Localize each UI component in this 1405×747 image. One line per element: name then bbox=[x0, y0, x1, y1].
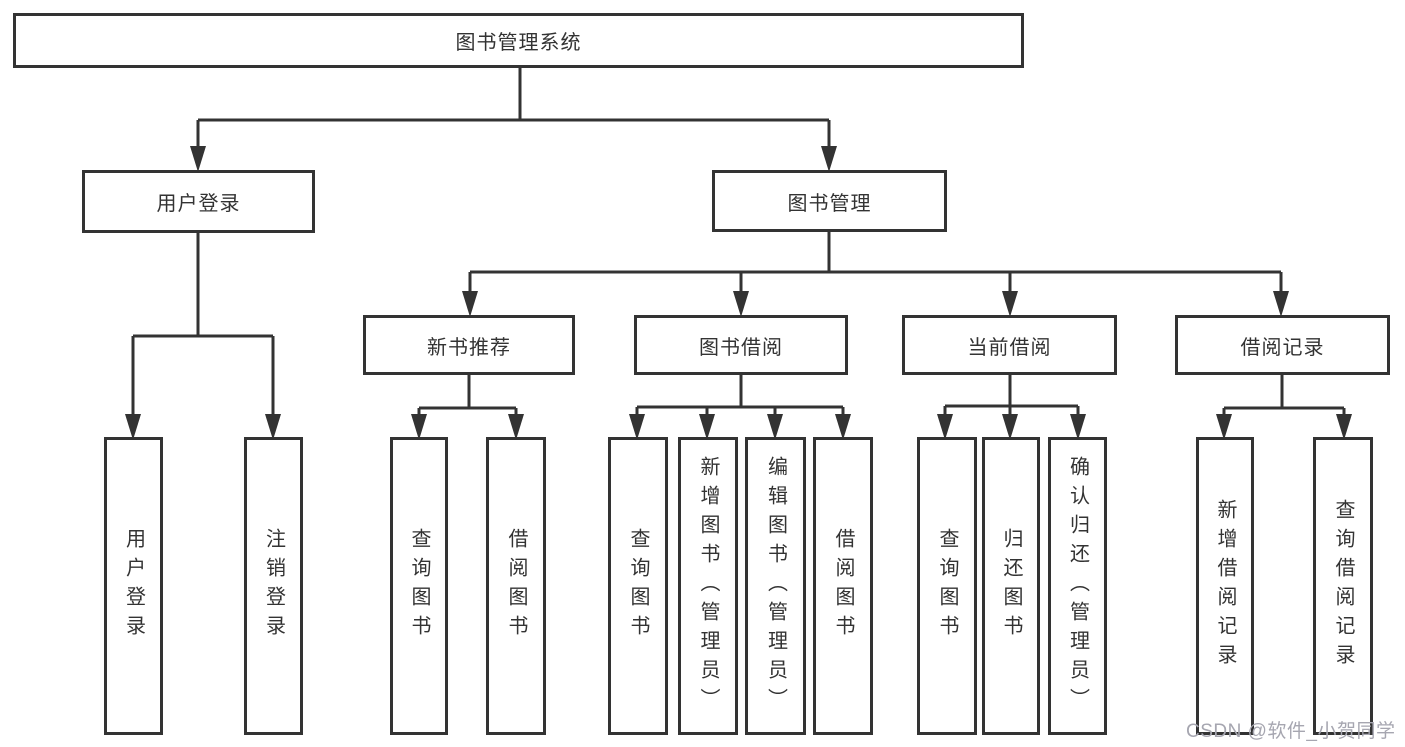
leaf-cb-return-books: 归还图书 bbox=[982, 437, 1040, 735]
leaf-bb-borrow-books: 借阅图书 bbox=[813, 437, 873, 735]
node-root-label: 图书管理系统 bbox=[455, 32, 582, 54]
leaf-cb-confirm-return: 确认归还（管理员） bbox=[1048, 437, 1107, 735]
leaf-logout-label: 注销登录 bbox=[262, 528, 285, 644]
leaf-br-add-record: 新增借阅记录 bbox=[1196, 437, 1254, 735]
node-user-login-label: 用户登录 bbox=[156, 193, 241, 215]
node-current-borrow: 当前借阅 bbox=[902, 315, 1117, 375]
connector-user-login-to-leaves bbox=[125, 233, 281, 440]
leaf-bb-add-books: 新增图书（管理员） bbox=[678, 437, 738, 735]
leaf-nb-query-books-label: 查询图书 bbox=[408, 528, 430, 644]
connector-new-book-recommend-to-leaves bbox=[411, 375, 524, 440]
node-root: 图书管理系统 bbox=[13, 13, 1024, 68]
watermark-text: CSDN @软件_小贺同学 bbox=[1186, 721, 1396, 742]
leaf-br-add-record-label: 新增借阅记录 bbox=[1214, 499, 1236, 673]
leaf-bb-edit-books-label: 编辑图书（管理员） bbox=[764, 455, 787, 717]
node-borrow-records-label: 借阅记录 bbox=[1240, 336, 1325, 359]
node-borrow-records: 借阅记录 bbox=[1175, 315, 1390, 375]
leaf-nb-borrow-books-label: 借阅图书 bbox=[505, 528, 527, 644]
leaf-bb-borrow-books-label: 借阅图书 bbox=[832, 528, 854, 644]
leaf-user-login-label: 用户登录 bbox=[122, 528, 145, 644]
leaf-br-query-record-label: 查询借阅记录 bbox=[1332, 499, 1354, 673]
leaf-cb-confirm-return-label: 确认归还（管理员） bbox=[1066, 455, 1089, 717]
leaf-bb-edit-books: 编辑图书（管理员） bbox=[745, 437, 806, 735]
node-new-book-recommend: 新书推荐 bbox=[363, 315, 575, 375]
leaf-br-query-record: 查询借阅记录 bbox=[1313, 437, 1373, 735]
connector-root-to-level2 bbox=[190, 68, 837, 172]
leaf-logout: 注销登录 bbox=[244, 437, 303, 735]
connector-book-borrow-to-leaves bbox=[629, 375, 851, 440]
connector-current-borrow-to-leaves bbox=[937, 375, 1086, 440]
node-book-borrow-label: 图书借阅 bbox=[699, 336, 783, 359]
leaf-bb-query-books: 查询图书 bbox=[608, 437, 668, 735]
node-book-management: 图书管理 bbox=[712, 170, 947, 232]
leaf-cb-query-books-label: 查询图书 bbox=[936, 528, 958, 644]
leaf-nb-query-books: 查询图书 bbox=[390, 437, 448, 735]
node-new-book-recommend-label: 新书推荐 bbox=[427, 336, 511, 359]
node-current-borrow-label: 当前借阅 bbox=[967, 336, 1052, 359]
leaf-bb-query-books-label: 查询图书 bbox=[627, 528, 649, 644]
watermark: CSDN @软件_小贺同学 bbox=[1186, 716, 1395, 743]
node-book-borrow: 图书借阅 bbox=[634, 315, 848, 375]
node-book-management-label: 图书管理 bbox=[787, 192, 872, 215]
leaf-cb-query-books: 查询图书 bbox=[917, 437, 977, 735]
connector-book-management-to-level3 bbox=[462, 232, 1289, 317]
leaf-cb-return-books-label: 归还图书 bbox=[1000, 528, 1022, 644]
node-user-login: 用户登录 bbox=[82, 170, 315, 233]
leaf-bb-add-books-label: 新增图书（管理员） bbox=[697, 455, 719, 717]
leaf-nb-borrow-books: 借阅图书 bbox=[486, 437, 546, 735]
connector-borrow-records-to-leaves bbox=[1216, 375, 1352, 440]
leaf-user-login: 用户登录 bbox=[104, 437, 163, 735]
